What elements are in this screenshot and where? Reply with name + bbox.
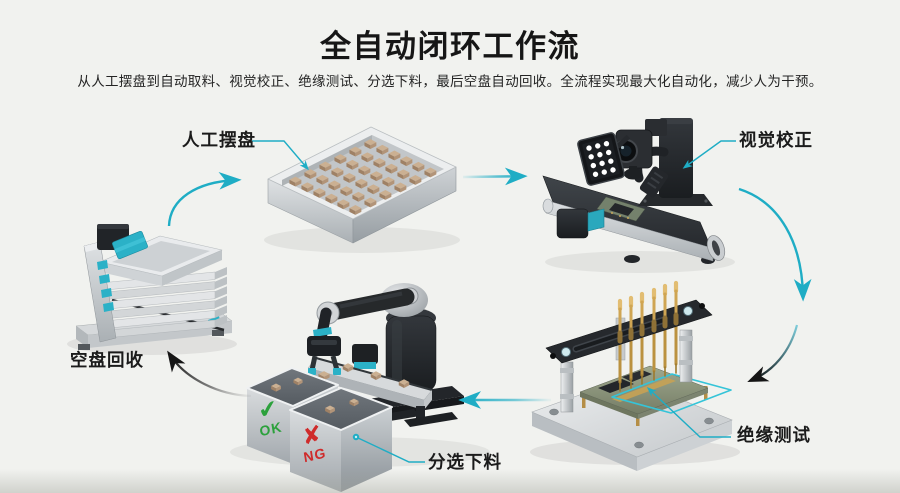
stack-rail (83, 241, 117, 343)
arrow-tray-to-vision (462, 167, 528, 186)
page-title: 全自动闭环工作流 (320, 29, 580, 64)
stack-clamp (112, 230, 148, 260)
arrow-recycle-to-tray (167, 172, 242, 227)
tray-shadow (264, 227, 460, 253)
component-tray-illustration (264, 126, 460, 253)
robot-arm (316, 283, 437, 393)
label-insulation: 绝缘测试 (737, 425, 811, 445)
robot-gripper (307, 327, 341, 381)
led-grid (586, 141, 616, 177)
rail-rollers (97, 260, 114, 312)
vision-station-illustration (542, 118, 735, 273)
insulation-station-illustration (530, 280, 740, 471)
flow-arrows (167, 167, 812, 409)
label-recycle: 空盘回收 (70, 350, 144, 370)
label-connectors (252, 140, 736, 463)
label-vision: 视觉校正 (739, 130, 813, 150)
ng-bin (289, 387, 393, 492)
label-sorting: 分选下料 (428, 452, 502, 472)
tray-stack-illustration (67, 224, 237, 355)
pcb-on-belt (596, 196, 646, 222)
tray-stack (99, 235, 227, 339)
pogo-pins-lower (618, 319, 678, 392)
connector-manual-tray (252, 140, 309, 171)
arrow-vision-down (738, 187, 812, 302)
arrow-sorting-to-recycle (167, 350, 252, 398)
arm-grip (639, 166, 669, 198)
page-subtitle: 从人工摆盘到自动取料、视觉校正、绝缘测试、分选下料，最后空盘自动回收。全流程实现… (77, 74, 823, 89)
test-pcb (579, 365, 709, 419)
pogo-pins-upper (617, 280, 679, 344)
belt-sensor (556, 208, 605, 239)
arrow-into-insulation (747, 324, 799, 383)
sorting-station-illustration (230, 283, 490, 492)
led-panel (577, 132, 631, 186)
connector-vision (682, 140, 736, 169)
label-manual-tray: 人工摆盘 (182, 130, 256, 150)
tower-base (638, 194, 713, 206)
connector-sorting (355, 436, 425, 463)
floor-shade (0, 469, 900, 493)
connector-insulation (646, 386, 731, 438)
test-zone-highlight (611, 373, 732, 414)
